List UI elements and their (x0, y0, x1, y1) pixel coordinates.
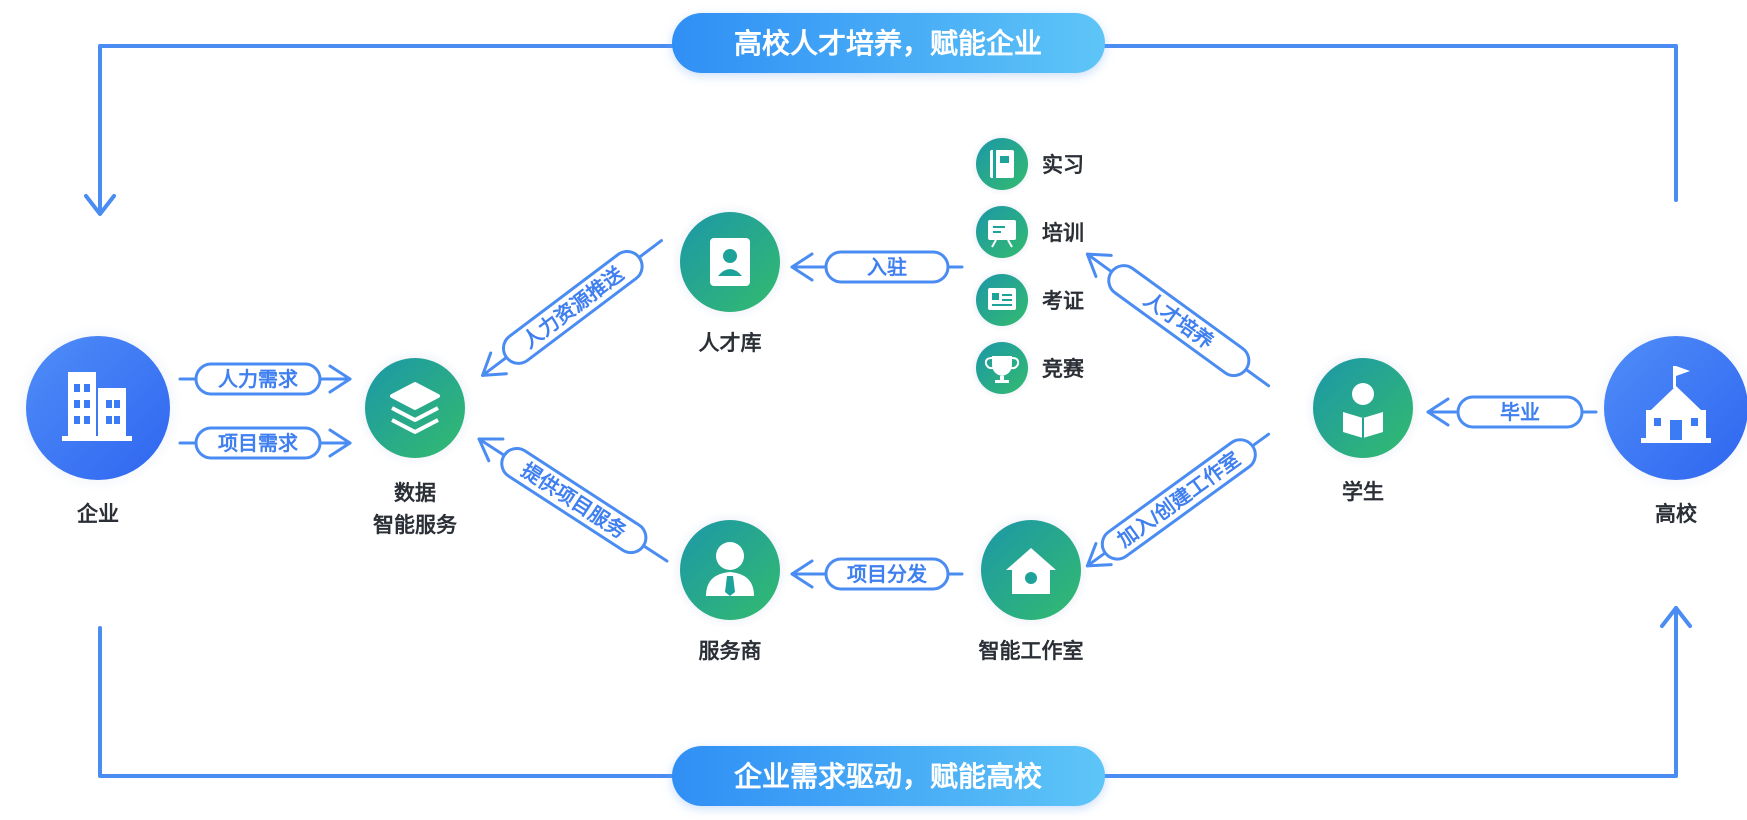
training-label: 培训 (1042, 221, 1084, 245)
graduate-label: 毕业 (1500, 401, 1540, 424)
node-studio: 智能工作室 (971, 510, 1091, 663)
node-student: 学生 (1303, 348, 1423, 504)
internship-label: 实习 (1042, 153, 1084, 177)
bottom-banner: 企业需求驱动，赋能高校 (672, 746, 1105, 806)
competition-label: 竞赛 (1042, 357, 1085, 381)
studio-label: 智能工作室 (979, 639, 1084, 663)
activity-certification: 考证 (970, 268, 1084, 332)
node-enterprise: 企业 (14, 324, 182, 526)
profile-card-icon (710, 238, 750, 286)
node-talent-pool: 人才库 (670, 202, 790, 355)
school-icon (1641, 366, 1711, 443)
student-label: 学生 (1342, 480, 1384, 504)
join-studio-label: 加入/创建工作室 (1112, 447, 1245, 553)
certification-label: 考证 (1042, 289, 1084, 313)
bottom-loop-arrowhead (1660, 606, 1692, 628)
enterprise-label: 企业 (76, 502, 119, 526)
bottom-banner-text: 企业需求驱动，赋能高校 (734, 760, 1043, 792)
activity-internship: 实习 (970, 132, 1084, 196)
university-label: 高校 (1655, 502, 1698, 526)
top-banner: 高校人才培养，赋能企业 (672, 13, 1105, 73)
flow-provide-service: 提供项目服务 (477, 437, 669, 563)
settle-in-label: 入驻 (867, 255, 907, 279)
reading-student-icon (1343, 383, 1383, 438)
trophy-icon (984, 356, 1020, 383)
top-loop-line-left (98, 44, 674, 214)
data-service-label-line1: 数据 (394, 482, 436, 505)
hr-demand-label: 人力需求 (218, 368, 299, 391)
certificate-icon (988, 288, 1016, 310)
business-person-icon (706, 542, 754, 596)
bottom-loop-line-left (98, 626, 674, 778)
activity-training: 培训 (970, 200, 1084, 264)
flow-talent-training: 人才培养 (1085, 252, 1271, 388)
top-loop-arrowhead (84, 194, 116, 216)
notebook-icon (990, 150, 1014, 178)
service-provider-label: 服务商 (699, 639, 762, 663)
flow-project-dispatch: 项目分发 (790, 557, 964, 591)
node-service-provider: 服务商 (670, 510, 790, 663)
flow-hr-push: 人力资源推送 (481, 239, 663, 377)
node-university: 高校 (1592, 324, 1747, 526)
project-demand-label: 项目需求 (218, 432, 299, 455)
activity-competition: 竞赛 (970, 336, 1085, 400)
top-loop-line-right (1103, 44, 1678, 202)
flow-graduate: 毕业 (1426, 395, 1598, 429)
flow-join-studio: 加入/创建工作室 (1085, 432, 1271, 568)
provide-service-label: 提供项目服务 (517, 458, 632, 544)
data-service-label-line2: 智能服务 (373, 513, 458, 537)
bottom-loop-line-right (1103, 606, 1678, 778)
project-dispatch-label: 项目分发 (847, 562, 928, 586)
talent-pool-label: 人才库 (699, 331, 762, 355)
hr-push-label: 人力资源推送 (518, 261, 629, 353)
layers-icon (390, 382, 440, 434)
building-icon (62, 372, 132, 441)
outer-loop (84, 44, 1692, 778)
house-icon (1006, 548, 1056, 594)
top-banner-text: 高校人才培养，赋能企业 (734, 27, 1042, 59)
node-data-service: 数据 智能服务 (355, 348, 475, 537)
flow-hr-demand: 人力需求 (178, 362, 352, 396)
flow-project-demand: 项目需求 (178, 426, 352, 460)
flow-settle-in: 入驻 (790, 250, 964, 284)
presentation-board-icon (988, 220, 1016, 248)
